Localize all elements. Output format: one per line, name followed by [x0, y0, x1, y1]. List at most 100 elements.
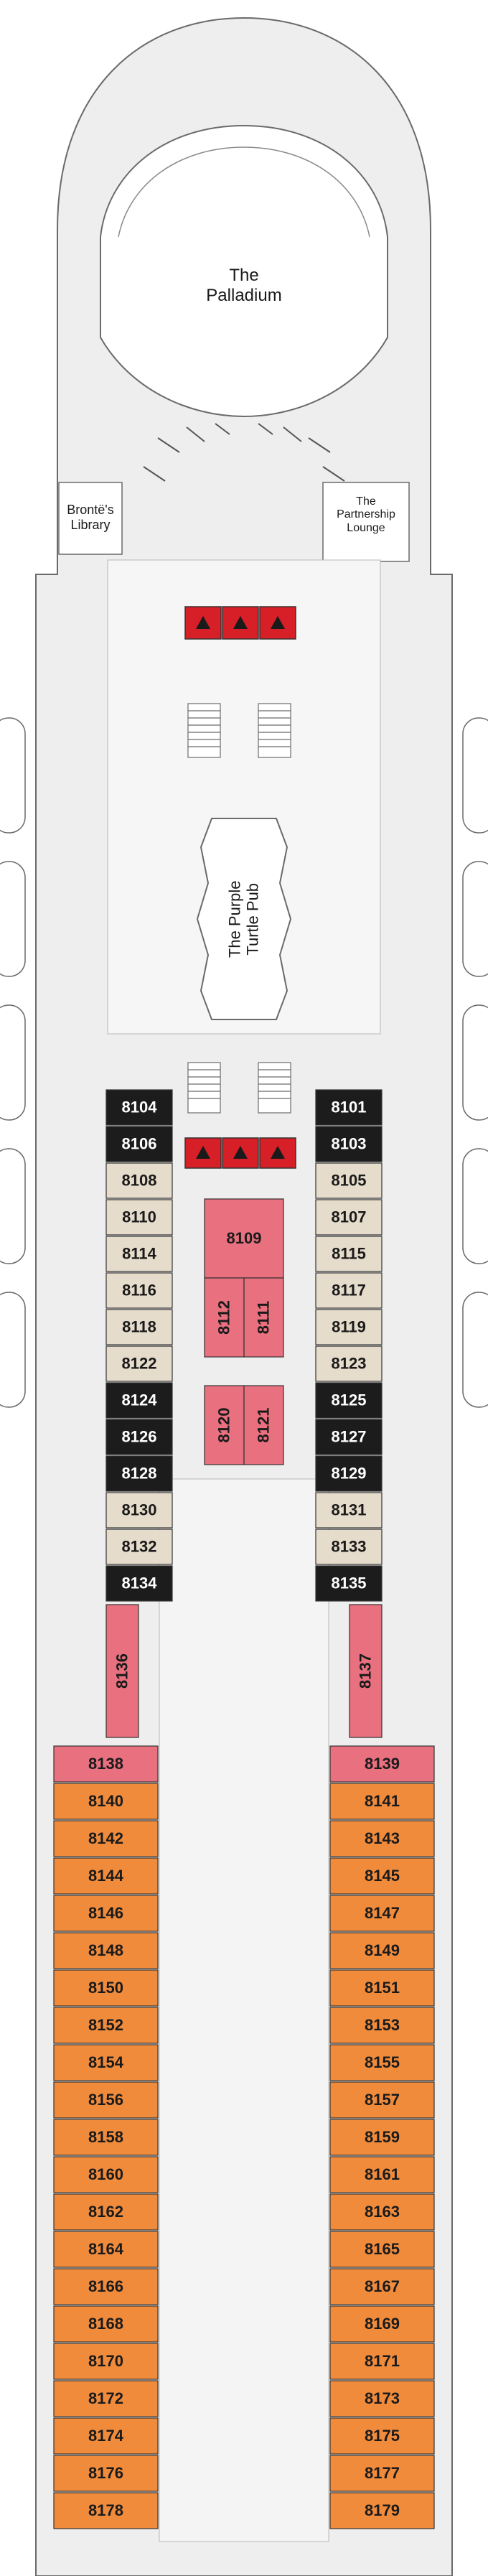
cabin-8147[interactable]: [329, 1895, 435, 1932]
cabin-number: 8108: [122, 1172, 157, 1190]
cabin-number: 8103: [332, 1135, 367, 1153]
cabin-8157[interactable]: [329, 2081, 435, 2119]
cabin-8169[interactable]: [329, 2305, 435, 2343]
cabin-number: 8152: [88, 2016, 123, 2034]
cabin-8163[interactable]: [329, 2193, 435, 2231]
cabin-number: 8105: [332, 1172, 367, 1190]
cabin-8130[interactable]: [105, 1492, 173, 1529]
cabin-8118[interactable]: [105, 1309, 173, 1345]
cabin-8106[interactable]: [105, 1126, 173, 1162]
cabin-8120[interactable]: [204, 1385, 245, 1465]
cabin-8136[interactable]: [105, 1604, 139, 1738]
cabin-8131[interactable]: [315, 1492, 383, 1529]
cabin-8101[interactable]: [315, 1089, 383, 1126]
cabin-8158[interactable]: [53, 2119, 159, 2156]
cabin-8150[interactable]: [53, 1969, 159, 2007]
cabin-8103[interactable]: [315, 1126, 383, 1162]
cabin-number: 8146: [88, 1904, 123, 1922]
cabin-8145[interactable]: [329, 1857, 435, 1895]
cabin-number: 8168: [88, 2315, 123, 2333]
cabin-8171[interactable]: [329, 2343, 435, 2380]
cabin-8154[interactable]: [53, 2044, 159, 2081]
cabin-8162[interactable]: [53, 2193, 159, 2231]
cabin-8117[interactable]: [315, 1272, 383, 1309]
cabin-8105[interactable]: [315, 1162, 383, 1199]
cabin-8134[interactable]: [105, 1565, 173, 1602]
cabin-8148[interactable]: [53, 1932, 159, 1969]
cabin-number: 8116: [122, 1282, 156, 1299]
cabin-number: 8158: [88, 2128, 123, 2146]
cabin-8170[interactable]: [53, 2343, 159, 2380]
cabin-number: 8155: [365, 2053, 400, 2071]
cabin-8119[interactable]: [315, 1309, 383, 1345]
cabin-8122[interactable]: [105, 1345, 173, 1382]
cabin-8177[interactable]: [329, 2455, 435, 2492]
cabin-8107[interactable]: [315, 1199, 383, 1236]
cabin-8137[interactable]: [349, 1604, 383, 1738]
cabin-number: 8144: [88, 1867, 124, 1885]
cabin-8172[interactable]: [53, 2380, 159, 2417]
cabin-8151[interactable]: [329, 1969, 435, 2007]
cabin-8109[interactable]: [204, 1198, 284, 1279]
cabin-8165[interactable]: [329, 2231, 435, 2268]
cabin-8116[interactable]: [105, 1272, 173, 1309]
cabin-number: 8165: [365, 2240, 400, 2258]
cabin-8140[interactable]: [53, 1783, 159, 1820]
cabin-8161[interactable]: [329, 2156, 435, 2193]
cabin-8128[interactable]: [105, 1455, 173, 1492]
cabin-8152[interactable]: [53, 2007, 159, 2044]
cabin-number: 8135: [332, 1574, 367, 1592]
cabin-8164[interactable]: [53, 2231, 159, 2268]
cabin-8146[interactable]: [53, 1895, 159, 1932]
cabin-8144[interactable]: [53, 1857, 159, 1895]
cabin-8142[interactable]: [53, 1820, 159, 1857]
cabin-8143[interactable]: [329, 1820, 435, 1857]
cabin-8123[interactable]: [315, 1345, 383, 1382]
cabin-number: 8141: [365, 1792, 400, 1810]
cabin-8132[interactable]: [105, 1529, 173, 1565]
theatre-stage-line: [118, 146, 370, 238]
cabin-8173[interactable]: [329, 2380, 435, 2417]
cabin-8124[interactable]: [105, 1382, 173, 1419]
cabin-8159[interactable]: [329, 2119, 435, 2156]
lifeboats: [0, 717, 488, 1408]
cabin-8114[interactable]: [105, 1236, 173, 1272]
cabin-8127[interactable]: [315, 1419, 383, 1455]
cabin-8138[interactable]: [53, 1745, 159, 1783]
cabin-8153[interactable]: [329, 2007, 435, 2044]
cabin-8167[interactable]: [329, 2268, 435, 2305]
cabin-8135[interactable]: [315, 1565, 383, 1602]
cabin-8174[interactable]: [53, 2417, 159, 2455]
cabin-8160[interactable]: [53, 2156, 159, 2193]
cabin-8125[interactable]: [315, 1382, 383, 1419]
cabin-number: 8170: [88, 2352, 123, 2370]
cabin-number: 8156: [88, 2091, 123, 2109]
cabin-8121[interactable]: [243, 1385, 284, 1465]
cabin-8178[interactable]: [53, 2492, 159, 2529]
cabin-8111[interactable]: [243, 1277, 284, 1358]
cabin-8175[interactable]: [329, 2417, 435, 2455]
cabin-number: 8114: [122, 1245, 156, 1263]
cabin-8133[interactable]: [315, 1529, 383, 1565]
cabin-8166[interactable]: [53, 2268, 159, 2305]
cabin-number: 8101: [332, 1098, 367, 1116]
cabin-8141[interactable]: [329, 1783, 435, 1820]
cabin-8155[interactable]: [329, 2044, 435, 2081]
cabin-number: 8167: [365, 2277, 400, 2295]
cabin-8108[interactable]: [105, 1162, 173, 1199]
cabin-8129[interactable]: [315, 1455, 383, 1492]
cabin-8110[interactable]: [105, 1199, 173, 1236]
cabin-number: 8145: [365, 1867, 400, 1885]
cabin-8139[interactable]: [329, 1745, 435, 1783]
cabin-8104[interactable]: [105, 1089, 173, 1126]
cabin-8176[interactable]: [53, 2455, 159, 2492]
cabin-8112[interactable]: [204, 1277, 245, 1358]
cabin-8149[interactable]: [329, 1932, 435, 1969]
cabin-8179[interactable]: [329, 2492, 435, 2529]
cabin-number: 8122: [122, 1355, 157, 1373]
cabin-number: 8173: [365, 2389, 400, 2407]
cabin-8168[interactable]: [53, 2305, 159, 2343]
cabin-8156[interactable]: [53, 2081, 159, 2119]
cabin-8115[interactable]: [315, 1236, 383, 1272]
cabin-8126[interactable]: [105, 1419, 173, 1455]
